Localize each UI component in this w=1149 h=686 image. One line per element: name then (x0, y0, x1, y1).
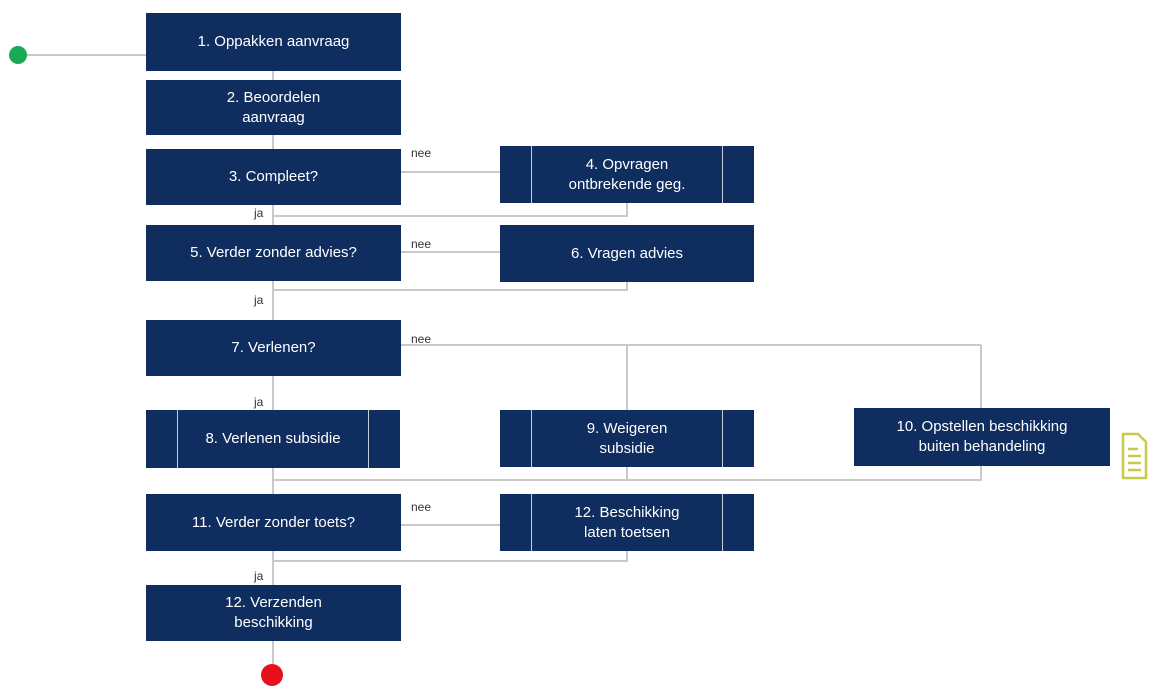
edge-label-nee: nee (411, 500, 432, 514)
start-event[interactable] (9, 46, 27, 64)
step-8-verlenen-subsidie[interactable]: 8. Verlenen subsidie (146, 410, 400, 468)
connector (273, 203, 628, 217)
edge-label-ja: ja (254, 293, 264, 307)
step-label: 5. Verder zonder advies? (190, 244, 357, 261)
step-7-verlenen-decision[interactable]: 7. Verlenen? (146, 320, 401, 376)
step-label: 9. Weigeren subsidie (586, 419, 668, 457)
step-label: 6. Vragen advies (570, 244, 684, 262)
edge-label-ja: ja (254, 206, 264, 220)
step-11-verder-zonder-toets-decision[interactable]: 11. Verder zonder toets? (146, 494, 401, 551)
step-1-oppakken-aanvraag[interactable]: 1. Oppakken aanvraag (146, 13, 401, 71)
step-4-opvragen-ontbrekende-gegevens[interactable]: 4. Opvragen ontbrekende geg. (500, 146, 754, 203)
step-label: 11. Verder zonder toets? (191, 513, 356, 531)
step-10-opstellen-beschikking-buiten-behandeling[interactable]: 10. Opstellen beschikking buiten behande… (854, 408, 1110, 466)
step-12-beschikking-laten-toetsen[interactable]: 12. Beschikking laten toetsen (500, 494, 754, 551)
end-event[interactable] (261, 664, 283, 686)
edge-label-ja: ja (254, 395, 264, 409)
step-label: 1. Oppakken aanvraag (197, 33, 350, 50)
step-label: 8. Verlenen subsidie (205, 430, 341, 447)
edge-label-nee: nee (411, 237, 432, 251)
edge-label-ja: ja (254, 569, 264, 583)
step-2-beoordelen-aanvraag[interactable]: 2. Beoordelen aanvraag (146, 80, 401, 135)
document-icon[interactable] (1120, 432, 1148, 480)
step-3-compleet-decision[interactable]: 3. Compleet? (146, 149, 401, 205)
step-label: 4. Opvragen ontbrekende geg. (568, 155, 686, 193)
step-label: 12. Beschikking laten toetsen (574, 503, 680, 541)
step-9-weigeren-subsidie[interactable]: 9. Weigeren subsidie (500, 410, 754, 467)
connector (273, 551, 628, 562)
step-6-vragen-advies[interactable]: 6. Vragen advies (500, 225, 754, 282)
step-label: 12. Verzenden beschikking (225, 594, 322, 631)
step-12-verzenden-beschikking[interactable]: 12. Verzenden beschikking (146, 585, 401, 641)
edge-label-nee: nee (411, 332, 432, 346)
step-label: 7. Verlenen? (231, 339, 316, 356)
edge-label-nee: nee (411, 146, 432, 160)
step-5-verder-zonder-advies-decision[interactable]: 5. Verder zonder advies? (146, 225, 401, 281)
connector (627, 466, 982, 481)
step-label: 10. Opstellen beschikking buiten behande… (896, 418, 1068, 455)
step-label: 2. Beoordelen aanvraag (226, 88, 321, 126)
connector (273, 467, 628, 481)
step-label: 3. Compleet? (228, 168, 319, 185)
connector (273, 282, 628, 291)
